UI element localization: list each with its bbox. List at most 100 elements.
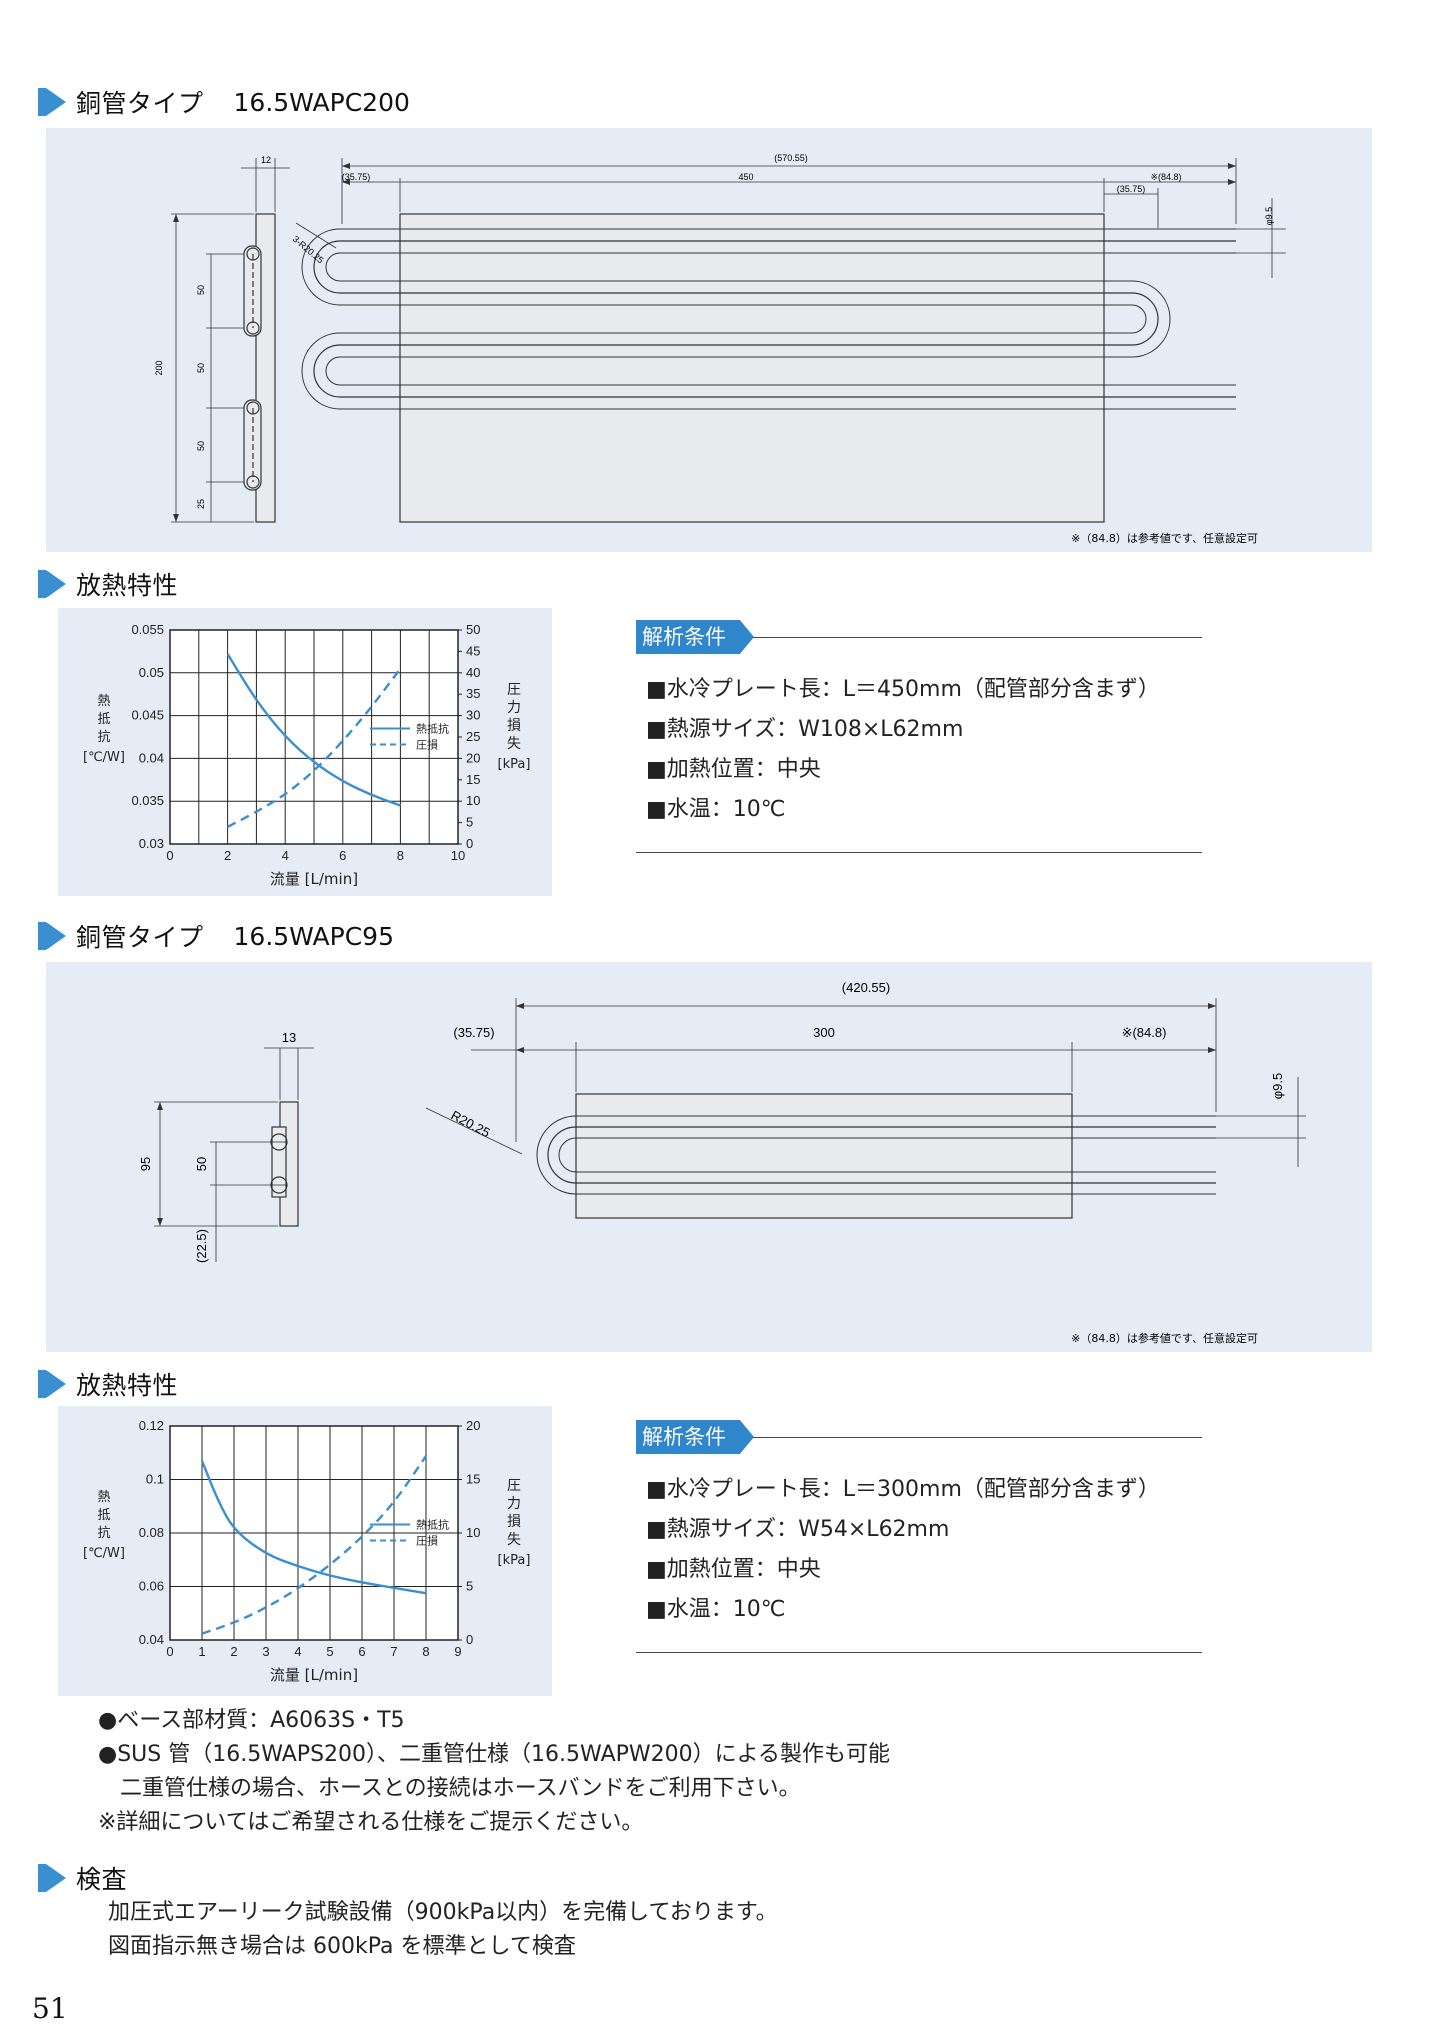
y2-axis-label-char: 力 xyxy=(507,1496,521,1512)
condition-item: ■熱源サイズ：W54×L62mm xyxy=(646,1517,950,1542)
y-tick-label: 0.045 xyxy=(131,708,164,723)
y2-tick-label: 15 xyxy=(466,1472,480,1487)
drawing-panel-1: (570.55) (35.75) 450 ※(84.8) (35.75) φ9.… xyxy=(46,128,1372,552)
y-axis-label-unit: [℃/W] xyxy=(83,750,125,765)
note-line: 二重管仕様の場合、ホースとの接続はホースバンドをご利用下さい。 xyxy=(98,1776,801,1801)
legend-label: 熱抵抗 xyxy=(416,1517,449,1531)
dim-height: 200 xyxy=(154,360,164,375)
x-tick-label: 6 xyxy=(339,848,346,863)
conditions-header: 解析条件 xyxy=(636,620,1202,654)
section-heading-1: 銅管タイプ 16.5WAPC200 xyxy=(38,86,410,118)
condition-item: ■加熱位置：中央 xyxy=(646,1557,821,1582)
dim-length: 300 xyxy=(813,1025,835,1040)
y-axis-label-char: 熱 xyxy=(97,1490,110,1505)
x-tick-label: 2 xyxy=(224,848,231,863)
y-axis-label-char: 抵 xyxy=(97,712,110,727)
conditions-tag: 解析条件 xyxy=(636,1420,754,1454)
dim-side-thk: 12 xyxy=(261,155,271,165)
y2-axis-label-char: 力 xyxy=(507,700,521,716)
technical-drawing-2: (420.55) (35.75) 300 ※(84.8) φ9.5 R20.25… xyxy=(138,980,1306,1345)
dim-left-ext: (35.75) xyxy=(342,172,371,182)
section-marker-icon xyxy=(38,922,66,950)
y2-axis-label-char: 失 xyxy=(507,736,521,752)
dim-pipe-dia: φ9.5 xyxy=(1264,207,1274,225)
note-line: ●SUS 管（16.5WAPS200）、二重管仕様（16.5WAPW200）によ… xyxy=(98,1742,890,1767)
inspection-line: 図面指示無き場合は 600kPa を標準として検査 xyxy=(108,1934,576,1959)
heat-heading-2: 放熱特性 xyxy=(38,1368,179,1400)
x-tick-label: 4 xyxy=(282,848,289,863)
dim-pitch-2: 50 xyxy=(196,363,206,373)
section-model: 16.5WAPC95 xyxy=(233,921,394,951)
y2-tick-label: 5 xyxy=(466,1579,473,1594)
y-axis-label-char: 抵 xyxy=(97,1508,110,1523)
conditions-header: 解析条件 xyxy=(636,1420,1202,1454)
y-tick-label: 0.1 xyxy=(146,1472,164,1487)
series-line xyxy=(226,653,401,807)
x-tick-label: 0 xyxy=(166,848,173,863)
dim-right-ext: (35.75) xyxy=(1117,184,1146,194)
section-marker-icon xyxy=(38,1864,66,1892)
heat-heading-1: 放熱特性 xyxy=(38,568,178,600)
dim-bottom: 25 xyxy=(196,499,206,509)
x-tick-label: 6 xyxy=(358,1644,365,1659)
x-tick-label: 8 xyxy=(422,1644,429,1659)
heat-title: 放熱特性 xyxy=(76,1371,179,1400)
drawing-panel-2: (420.55) (35.75) 300 ※(84.8) φ9.5 R20.25… xyxy=(46,962,1372,1352)
inspection-heading: 検査 xyxy=(38,1862,128,1894)
y2-tick-label: 5 xyxy=(466,815,473,830)
series-line xyxy=(227,667,402,828)
y2-tick-label: 25 xyxy=(466,729,480,744)
y-tick-label: 0.035 xyxy=(131,793,164,808)
y-tick-label: 0.12 xyxy=(139,1418,164,1433)
y2-tick-label: 0 xyxy=(466,1632,473,1647)
section-title: 銅管タイプ xyxy=(76,923,204,952)
y2-axis-label-char: 圧 xyxy=(507,682,521,698)
technical-drawing-1: (570.55) (35.75) 450 ※(84.8) (35.75) φ9.… xyxy=(154,153,1286,545)
legend-label: 圧損 xyxy=(416,737,438,751)
y2-axis-label-char: 損 xyxy=(507,718,521,734)
drawing-note: ※（84.8）は参考値です、任意設定可 xyxy=(1071,1331,1258,1345)
section-marker-icon xyxy=(38,570,66,598)
section-model: 16.5WAPC200 xyxy=(233,87,410,117)
page-number: 51 xyxy=(32,1992,68,2025)
y-tick-label: 0.06 xyxy=(139,1579,164,1594)
y2-tick-label: 15 xyxy=(466,772,480,787)
legend-label: 熱抵抗 xyxy=(416,721,449,735)
y2-tick-label: 10 xyxy=(466,1525,480,1540)
y2-axis-label-unit: [kPa] xyxy=(498,757,531,772)
y-tick-label: 0.04 xyxy=(139,750,164,765)
drawing-note: ※（84.8）は参考値です、任意設定可 xyxy=(1071,531,1258,545)
x-tick-label: 2 xyxy=(230,1644,237,1659)
x-tick-label: 4 xyxy=(294,1644,301,1659)
condition-item: ■水冷プレート長：L＝300mm（配管部分含まず） xyxy=(646,1477,1160,1502)
y-tick-label: 0.03 xyxy=(139,836,164,851)
x-tick-label: 7 xyxy=(390,1644,397,1659)
series-line xyxy=(200,1460,427,1595)
dim-right-ref: ※(84.8) xyxy=(1122,1025,1167,1040)
dim-left-ext: (35.75) xyxy=(453,1025,494,1040)
dim-height: 95 xyxy=(138,1157,153,1171)
y-tick-label: 0.04 xyxy=(139,1632,164,1647)
dim-bottom: (22.5) xyxy=(194,1229,209,1263)
x-axis-label: 流量 [L/min] xyxy=(270,1666,358,1684)
conditions-list: ■水冷プレート長：L＝450mm（配管部分含まず） ■熱源サイズ：W108×L6… xyxy=(646,670,1202,830)
dim-pitch: 50 xyxy=(194,1157,209,1171)
x-tick-label: 8 xyxy=(397,848,404,863)
section-marker-icon xyxy=(38,88,66,116)
dim-overall: (570.55) xyxy=(774,153,808,163)
x-tick-label: 10 xyxy=(451,848,465,863)
inspection-title: 検査 xyxy=(76,1865,128,1894)
y2-tick-label: 40 xyxy=(466,665,480,680)
bottom-rule xyxy=(636,852,1202,853)
condition-item: ■熱源サイズ：W108×L62mm xyxy=(646,717,964,742)
y-axis-label-char: 抗 xyxy=(97,730,110,745)
x-tick-label: 1 xyxy=(198,1644,205,1659)
analysis-conditions-2: 解析条件 ■水冷プレート長：L＝300mm（配管部分含まず） ■熱源サイズ：W5… xyxy=(636,1420,1202,1653)
dim-right-ref: ※(84.8) xyxy=(1150,172,1181,182)
inspection-text: 加圧式エアーリーク試験設備（900kPa以内）を完備しております。 図面指示無き… xyxy=(108,1896,778,1964)
x-tick-label: 3 xyxy=(262,1644,269,1659)
y2-tick-label: 50 xyxy=(466,622,480,637)
y2-tick-label: 35 xyxy=(466,686,480,701)
y-tick-label: 0.055 xyxy=(131,622,164,637)
